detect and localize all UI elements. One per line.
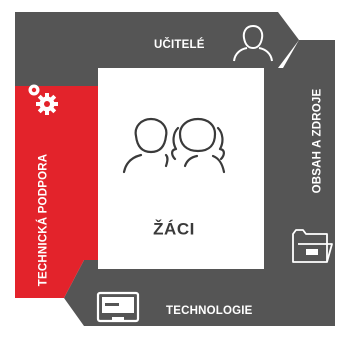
- center-label-zaci: ŽÁCI: [153, 219, 195, 239]
- segment-label-technologie: TECHNOLOGIE: [166, 305, 253, 317]
- segment-label-obsah-a-zdroje: OBSAH A ZDROJE: [311, 88, 324, 194]
- gears-icon: [28, 84, 58, 115]
- segment-top: [15, 12, 299, 86]
- teacher-person-icon: [233, 25, 273, 62]
- students-group-icon: [122, 117, 226, 174]
- segment-label-technicka-podpora: TECHNICKÁ PODPORA: [37, 153, 50, 287]
- segment-left: [15, 86, 98, 298]
- segment-label-ucitele: UČITELÉ: [154, 39, 205, 51]
- center-panel: [98, 86, 264, 260]
- folder-icon: [292, 229, 333, 263]
- computer-monitor-icon: [96, 291, 140, 323]
